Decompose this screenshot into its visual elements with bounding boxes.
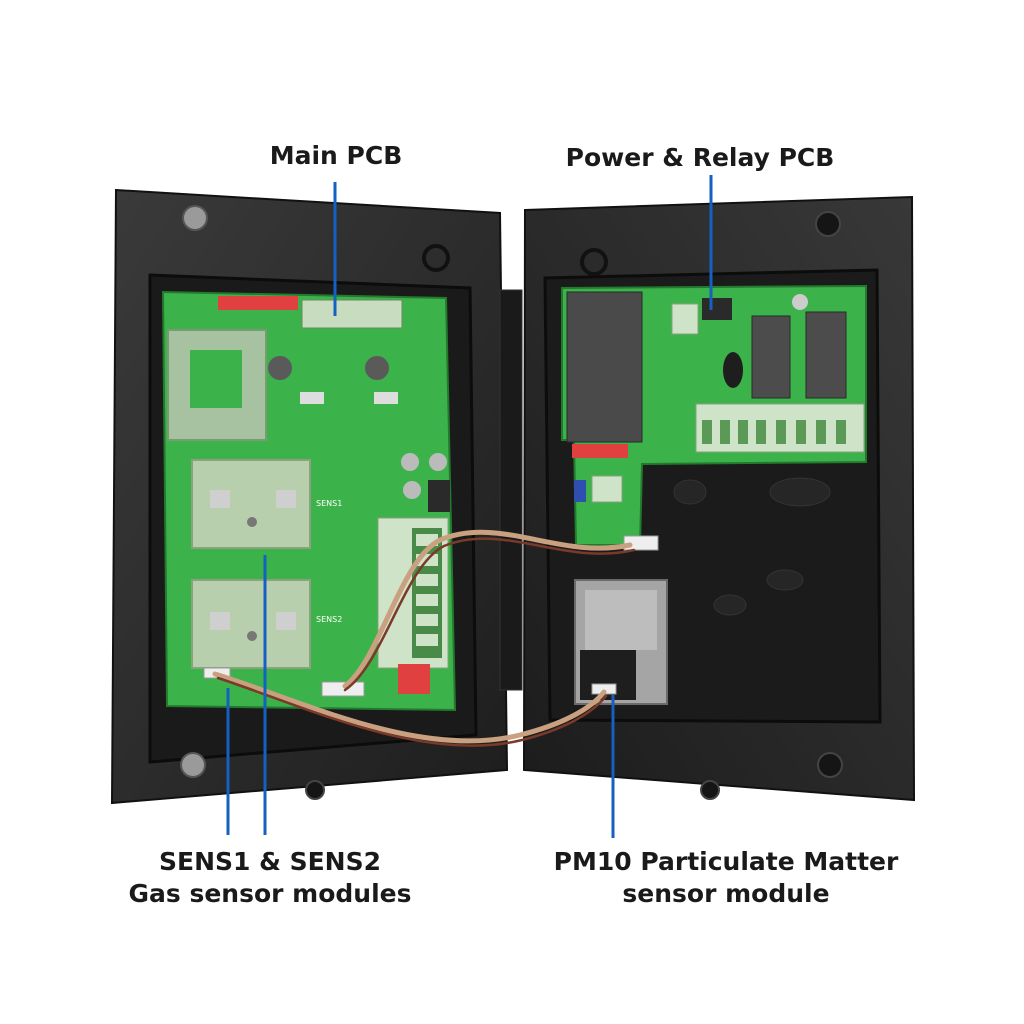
sens1-silkscreen: SENS1	[316, 499, 342, 508]
main-terminal-block	[377, 517, 449, 669]
label-pm10-line2: sensor module	[622, 879, 830, 908]
label-sens-modules: SENS1 & SENS2 Gas sensor modules	[90, 846, 450, 910]
label-pm10-line1: PM10 Particulate Matter	[553, 847, 899, 876]
power-relay-pcb	[561, 284, 867, 551]
label-sens-line1: SENS1 & SENS2	[158, 847, 382, 876]
pm10-sensor-module	[574, 579, 668, 705]
screw-post	[182, 205, 208, 231]
label-main-pcb: Main PCB	[226, 140, 446, 172]
dip-switch-bank	[218, 296, 298, 310]
main-pcb: SENS1 SENS2	[161, 290, 457, 712]
label-main-pcb-text: Main PCB	[269, 141, 403, 170]
label-power-relay-pcb: Power & Relay PCB	[540, 142, 860, 174]
hinge	[499, 289, 523, 691]
dip-switch-small	[398, 664, 430, 694]
screw-post	[180, 752, 206, 778]
relay-terminal-block	[695, 403, 865, 453]
sensor-cables	[212, 529, 636, 747]
label-sens-line2: Gas sensor modules	[128, 879, 412, 908]
sens2-silkscreen: SENS2	[316, 615, 342, 624]
relay-2	[805, 311, 847, 399]
transformer	[566, 291, 643, 443]
label-power-relay-pcb-text: Power & Relay PCB	[565, 143, 835, 172]
leader-lines	[226, 175, 713, 838]
label-pm10-module: PM10 Particulate Matter sensor module	[526, 846, 926, 910]
relay-1	[751, 315, 791, 399]
